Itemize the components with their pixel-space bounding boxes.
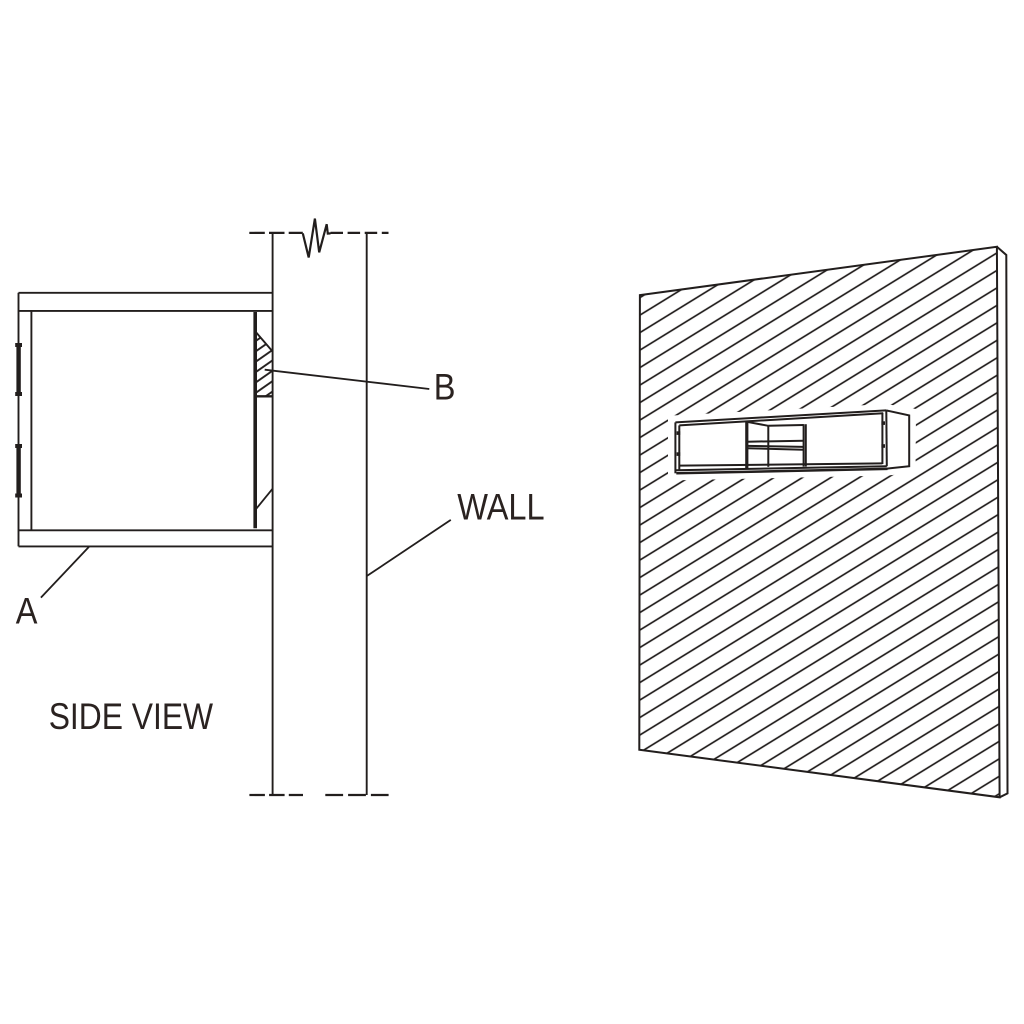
- svg-text:A: A: [16, 591, 38, 632]
- svg-text:B: B: [434, 366, 456, 407]
- svg-text:SIDE VIEW: SIDE VIEW: [49, 697, 214, 738]
- svg-text:WALL: WALL: [457, 486, 544, 527]
